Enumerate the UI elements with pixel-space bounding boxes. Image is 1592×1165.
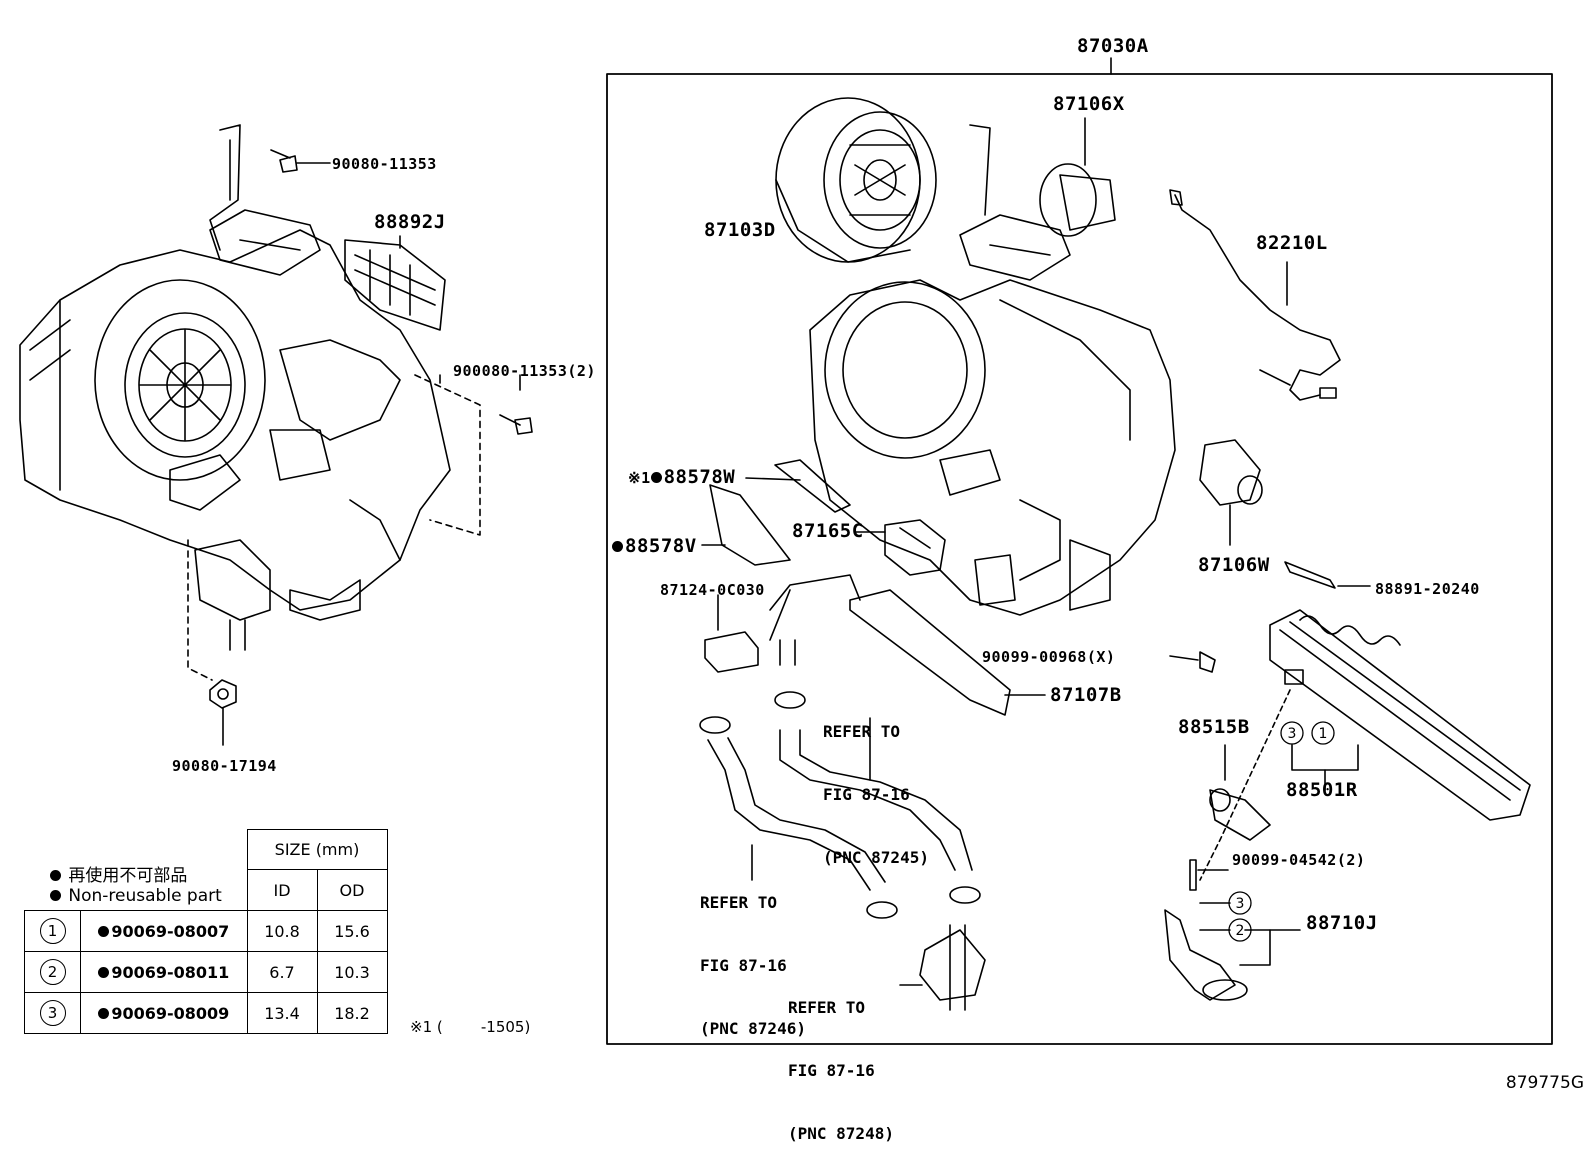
row-od: 15.6 [316,910,388,952]
label-88578V-text: 88578V [625,535,697,557]
label-90099-00968[interactable]: 90099-00968(X) [982,648,1116,666]
row-part-number[interactable]: 90069-08007 [111,921,230,941]
callout-circle-2b [1228,918,1252,942]
row-number: 1 [39,918,66,944]
actuator-87106X-drawing [1039,117,1116,237]
label-88891-20240[interactable]: 88891-20240 [1375,580,1480,598]
label-88892J[interactable]: 88892J [374,211,446,233]
row-part-number[interactable]: 90069-08009 [111,1003,230,1023]
refer-line: FIG 87-16 [700,956,787,975]
right-blower-motor-drawing [775,97,937,263]
label-90099-04542[interactable]: 90099-04542(2) [1232,851,1366,869]
size-header: SIZE (mm) [246,829,388,870]
callout-number-3a: 3 [1288,726,1297,742]
bolt-90099-00968 [1199,651,1216,673]
right-heater-case-drawing [809,124,1176,616]
thermistor-88891 [1284,561,1336,589]
callout-number-1a: 1 [1319,726,1328,742]
row-number: 3 [39,1000,66,1026]
label-90080-11353[interactable]: 90080-11353 [332,155,437,173]
non-reusable-dot-icon [612,541,623,552]
figure-number: 879775G [1505,1073,1584,1093]
row-part-number[interactable]: 90069-08011 [111,962,230,982]
refer-line: (PNC 87245) [823,848,929,867]
refer-line: FIG 87-16 [823,785,910,804]
label-87107B[interactable]: 87107B [1050,684,1122,706]
label-87103D[interactable]: 87103D [704,219,776,241]
label-900080-11353[interactable]: 900080-11353(2) [453,362,596,380]
callout-circle-3b [1228,891,1252,915]
resistor-87165C-drawing [854,519,946,576]
callout-circle-1a [1311,721,1335,745]
assembly-frame [606,73,1553,1045]
bolt-90099-04542 [1189,859,1197,891]
table-row: 2 90069-08011 6.7 10.3 [23,951,388,993]
row-number: 2 [39,959,66,985]
callout-circle-3a [1280,721,1304,745]
left-dashed-leaders [187,374,481,681]
label-88515B[interactable]: 88515B [1178,716,1250,738]
pad-88578W [774,459,851,513]
legend-dot-icon [50,870,61,881]
label-88578W-text: 88578W [663,466,736,488]
row-id: 6.7 [246,951,318,993]
legend-en-text: Non-reusable part [68,886,222,906]
refer-line: REFER TO [788,998,866,1017]
legend-dot-icon [50,890,61,901]
label-87124-0C030[interactable]: 87124-0C030 [660,581,765,599]
legend-en: Non-reusable part [50,886,222,906]
row-od: 18.2 [316,992,388,1034]
non-reusable-dot-icon [98,925,110,937]
footnote: ※1 ( -1505) [410,1018,531,1036]
refer-note-87245[interactable]: REFER TO FIG 87-16 (PNC 87245) [823,679,929,889]
label-87165C[interactable]: 87165C [792,520,864,542]
refer-line: REFER TO [700,893,778,912]
row-id: 10.8 [246,910,318,952]
pad-88578V [709,484,791,566]
sensor-82210L-drawing [1169,189,1341,401]
water-valve-drawing [899,924,986,1011]
col-id-header: ID [246,869,318,911]
table-row: 3 90069-08009 13.4 18.2 [23,992,388,1034]
clamp-87124 [704,631,759,673]
left-heater-unit-drawing [19,124,533,746]
non-reusable-dot-icon [650,472,662,483]
label-88578W[interactable]: ※1 88578W [628,467,735,488]
refer-line: (PNC 87246) [700,1019,806,1038]
actuator-87106W-drawing [1199,439,1263,546]
label-90080-17194[interactable]: 90080-17194 [172,757,277,775]
refer-note-87248[interactable]: REFER TO FIG 87-16 (PNC 87248) [788,955,894,1165]
label-82210L[interactable]: 82210L [1256,232,1328,254]
parts-diagram-art: 3 1 3 2 [19,57,1553,1045]
legend-jp: 再使用不可部品 [50,861,187,886]
drain-88710J [1164,909,1236,1001]
evaporator-88501R-drawing [1269,609,1531,821]
label-88578V[interactable]: 88578V [612,536,697,556]
refer-line: (PNC 87248) [788,1124,894,1143]
o-ring-size-table: SIZE (mm) ID OD 1 90069-08007 10.8 15.6 … [23,829,388,1034]
refer-note-87246[interactable]: REFER TO FIG 87-16 (PNC 87246) [700,850,806,1060]
label-88501R[interactable]: 88501R [1286,779,1358,801]
note1-marker: ※1 [628,469,651,487]
expansion-valve-88515B [1209,789,1271,841]
label-87106W[interactable]: 87106W [1198,554,1270,576]
row-id: 13.4 [246,992,318,1034]
callout-number-2b: 2 [1236,923,1245,939]
heater-core-87107B-drawing [769,574,1046,716]
label-87106X[interactable]: 87106X [1053,93,1125,115]
refer-line: FIG 87-16 [788,1061,875,1080]
refer-line: REFER TO [823,722,901,741]
callout-number-3b: 3 [1236,896,1245,912]
label-88710J[interactable]: 88710J [1306,912,1378,934]
hoses-drawing [699,691,981,919]
row-od: 10.3 [316,951,388,993]
non-reusable-dot-icon [98,966,110,978]
col-od-header: OD [316,869,388,911]
label-87030A[interactable]: 87030A [1077,35,1149,57]
table-row: 1 90069-08007 10.8 15.6 [23,910,388,952]
legend-jp-text: 再使用不可部品 [68,866,188,886]
non-reusable-dot-icon [98,1007,110,1019]
